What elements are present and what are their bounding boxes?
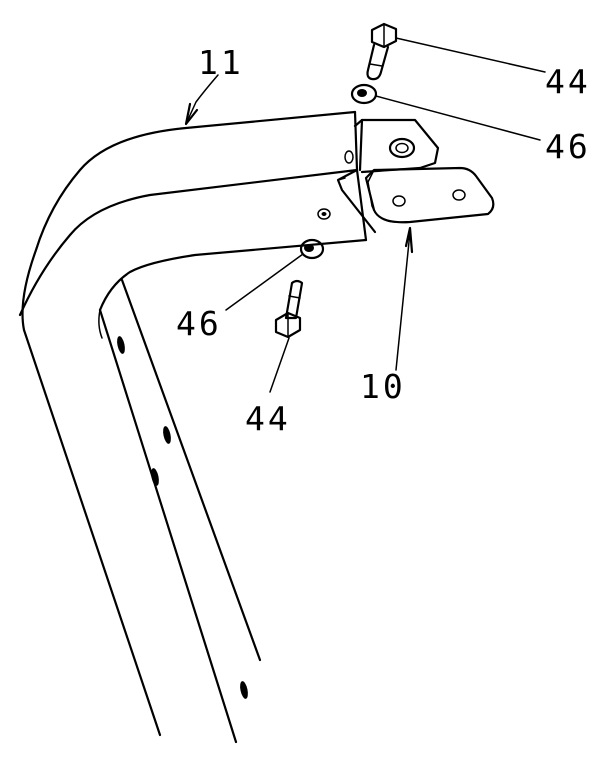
leg-hole-1 xyxy=(117,336,125,354)
plate-hole-1 xyxy=(392,195,406,207)
bracket-plate xyxy=(364,166,495,224)
lower-washer xyxy=(299,238,325,260)
lower-bolt xyxy=(274,279,304,339)
leg-hole-3 xyxy=(151,468,159,486)
leader-10 xyxy=(395,231,411,371)
label-44-upper: 44 xyxy=(545,62,591,101)
label-44-lower: 44 xyxy=(245,399,291,438)
reference-numerals: 11 44 46 46 10 44 xyxy=(176,43,591,438)
upper-tab-hole xyxy=(388,137,416,159)
tube-side-hole xyxy=(317,208,331,220)
leg-hole-2 xyxy=(163,426,171,444)
tube-end xyxy=(317,110,377,242)
plate-hole-2 xyxy=(452,189,466,201)
frame-tube xyxy=(18,110,368,744)
leader-lines xyxy=(184,37,546,393)
leg-hole-4 xyxy=(240,681,248,699)
leader-44-lower xyxy=(269,337,290,393)
leader-46-lower xyxy=(225,253,304,311)
label-46-upper: 46 xyxy=(545,127,591,166)
leader-10-arrow xyxy=(404,226,414,254)
upper-bracket-tab xyxy=(344,118,440,174)
leader-46-upper xyxy=(375,95,541,141)
leader-44-upper xyxy=(395,37,546,73)
leader-11 xyxy=(185,74,219,125)
label-10: 10 xyxy=(360,367,406,406)
label-11: 11 xyxy=(198,43,244,82)
upper-bolt xyxy=(366,22,398,81)
label-46-lower: 46 xyxy=(176,304,222,343)
leader-11-arrow xyxy=(184,102,199,126)
upper-washer xyxy=(350,83,378,105)
